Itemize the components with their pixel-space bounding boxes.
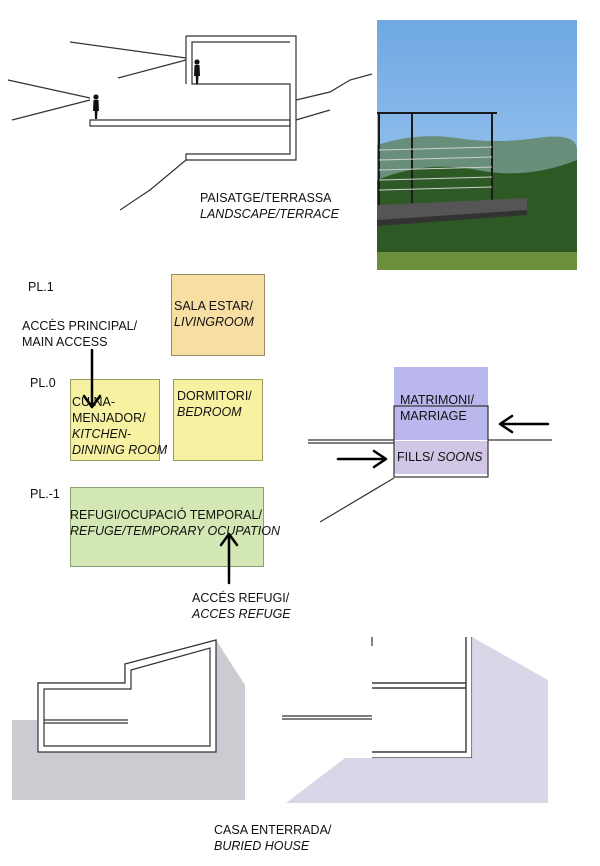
level-pl1-label: PL.1	[28, 280, 54, 294]
refuge-access-arrow	[219, 532, 239, 585]
upper-box	[185, 35, 297, 161]
soons-block	[394, 441, 488, 474]
buried-ground-left	[12, 640, 245, 800]
refuge-access-label: ACCÉS REFUGI/ ACCES REFUGE	[192, 591, 291, 621]
level-pl0-label: PL.0	[30, 376, 56, 390]
kitchen-block	[70, 379, 160, 461]
person-figure-upper	[194, 59, 200, 84]
terrace-slab	[89, 119, 291, 127]
bedroom-block	[173, 379, 263, 461]
person-figure-lower	[93, 94, 99, 119]
level-plm1-label: PL.-1	[30, 487, 60, 501]
terrain-lower	[119, 159, 187, 211]
marriage-arrow	[498, 414, 550, 434]
terrain-upper	[295, 73, 373, 101]
refuge-label: REFUGI/OCUPACIÓ TEMPORAL/ REFUGE/TEMPORA…	[70, 508, 280, 538]
main-access-arrow	[82, 348, 102, 409]
soons-label: FILLS/ SOONS	[397, 450, 483, 464]
bedroom-label: DORMITORI/ BEDROOM	[177, 389, 252, 419]
livingroom-label: SALA ESTAR/ LIVINGROOM	[174, 299, 254, 329]
marriage-block	[394, 367, 488, 440]
refuge-block	[70, 487, 264, 567]
buried-ground-right	[286, 637, 548, 803]
buried-house-caption: CASA ENTERRADA/ BURIED HOUSE	[214, 823, 332, 853]
main-access-label: ACCÈS PRINCIPAL/ MAIN ACCESS	[22, 319, 138, 349]
terrace-caption: PAISATGE/TERRASSA LANDSCAPE/TERRACE	[200, 191, 339, 221]
kitchen-label: CUINA- MENJADOR/ KITCHEN- DINNING ROOM	[72, 395, 168, 457]
terrace-photo	[377, 20, 577, 270]
soons-arrow	[336, 449, 388, 469]
livingroom-block	[171, 274, 265, 356]
marriage-label: MATRIMONI/ MARRIAGE	[400, 393, 475, 423]
